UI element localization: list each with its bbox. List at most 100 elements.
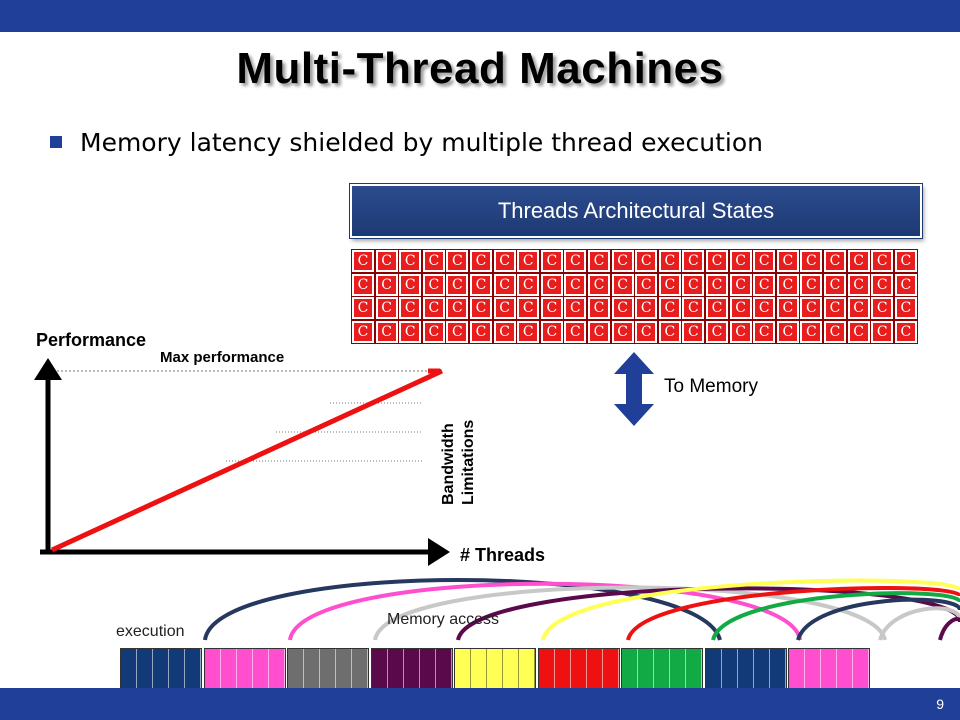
core-cell: C [753, 320, 776, 343]
core-cell: C [564, 297, 587, 319]
core-cell: C [352, 273, 374, 296]
core-cell: C [800, 297, 823, 319]
core-cell: C [588, 250, 610, 272]
core-cell: C [540, 320, 563, 343]
core-cell: C [682, 273, 705, 296]
core-cell: C [470, 273, 492, 296]
core-cell: C [352, 297, 374, 319]
core-cell: C [517, 297, 540, 319]
bandwidth-label-line2: Limitations [460, 419, 477, 505]
performance-chart [34, 358, 450, 566]
y-axis-arrow-icon [34, 358, 62, 380]
core-cell: C [729, 273, 752, 296]
core-cell: C [470, 250, 492, 272]
core-cell: C [706, 250, 728, 272]
core-cell: C [847, 273, 870, 296]
core-cell: C [446, 273, 469, 296]
core-cell: C [517, 273, 540, 296]
core-cell: C [682, 297, 705, 319]
memory-access-label: Memory access [387, 611, 500, 628]
core-cell: C [800, 250, 823, 272]
threads-axis-label: # Threads [460, 545, 546, 565]
execution-label: execution [116, 623, 185, 640]
thread-block [704, 648, 787, 690]
bullet-item: Memory latency shielded by multiple thre… [50, 128, 763, 157]
core-cell: C [611, 297, 634, 319]
core-cell: C [470, 320, 492, 343]
core-cell: C [635, 273, 658, 296]
core-cell: C [635, 297, 658, 319]
core-cell: C [658, 297, 681, 319]
core-cell: C [635, 250, 658, 272]
max-performance-label: Max performance [160, 349, 285, 366]
core-cell: C [753, 273, 776, 296]
bandwidth-label-line1: Bandwidth [440, 423, 457, 505]
core-cell: C [564, 273, 587, 296]
core-cell: C [706, 273, 728, 296]
core-cell: C [753, 297, 776, 319]
bullet-square-icon [50, 136, 62, 148]
core-cell: C [517, 320, 540, 343]
core-cell: C [399, 297, 422, 319]
performance-axis-label: Performance [36, 330, 147, 350]
core-cell: C [422, 250, 445, 272]
core-cell: C [611, 320, 634, 343]
core-cell: C [446, 320, 469, 343]
thread-block [203, 648, 286, 690]
core-cell: C [847, 250, 870, 272]
core-cell: C [493, 297, 516, 319]
core-cell: C [517, 250, 540, 272]
core-cell: C [564, 320, 587, 343]
core-cell: C [588, 273, 610, 296]
core-cell: C [493, 250, 516, 272]
architectural-states-box: Threads Architectural States [350, 184, 922, 238]
core-cell: C [824, 320, 846, 343]
bullet-text: Memory latency shielded by multiple thre… [80, 128, 763, 157]
core-cell: C [776, 250, 799, 272]
core-cell: C [446, 297, 469, 319]
core-cell: C [611, 273, 634, 296]
core-cell: C [375, 273, 398, 296]
core-cell: C [729, 250, 752, 272]
core-cell: C [894, 297, 917, 319]
slide-title: Multi-Thread Machines [236, 44, 724, 93]
core-cell: C [776, 297, 799, 319]
thread-block [370, 648, 453, 690]
core-cell: C [446, 250, 469, 272]
core-cell: C [706, 320, 728, 343]
core-cell: C [422, 273, 445, 296]
core-cell: C [824, 273, 846, 296]
core-cell: C [871, 320, 894, 343]
core-cell: C [682, 320, 705, 343]
memory-access-arcs [203, 578, 960, 641]
thread-block [454, 648, 536, 690]
core-cell: C [399, 320, 422, 343]
core-cell: C [800, 273, 823, 296]
core-cell: C [611, 250, 634, 272]
top-bar [0, 0, 960, 32]
core-cell: C [800, 320, 823, 343]
core-cell: C [824, 250, 846, 272]
bottom-bar: 9 [0, 688, 960, 720]
thread-block [537, 648, 620, 690]
core-cell: C [399, 250, 422, 272]
core-cell: C [540, 250, 563, 272]
core-cell: C [753, 250, 776, 272]
core-cell: C [776, 273, 799, 296]
core-cell: C [871, 297, 894, 319]
core-cell: C [588, 320, 610, 343]
core-cell: C [729, 297, 752, 319]
core-cell: C [352, 320, 374, 343]
core-cell: C [588, 297, 610, 319]
core-cell: C [352, 250, 374, 272]
core-cell: C [375, 297, 398, 319]
core-cell: C [658, 273, 681, 296]
core-cell: C [894, 250, 917, 272]
core-cell: C [564, 250, 587, 272]
double-arrow-icon [614, 352, 654, 426]
core-cell: C [871, 250, 894, 272]
core-cell: C [493, 273, 516, 296]
performance-line [50, 368, 444, 553]
core-cell: C [375, 320, 398, 343]
to-memory-label: To Memory [664, 376, 758, 397]
